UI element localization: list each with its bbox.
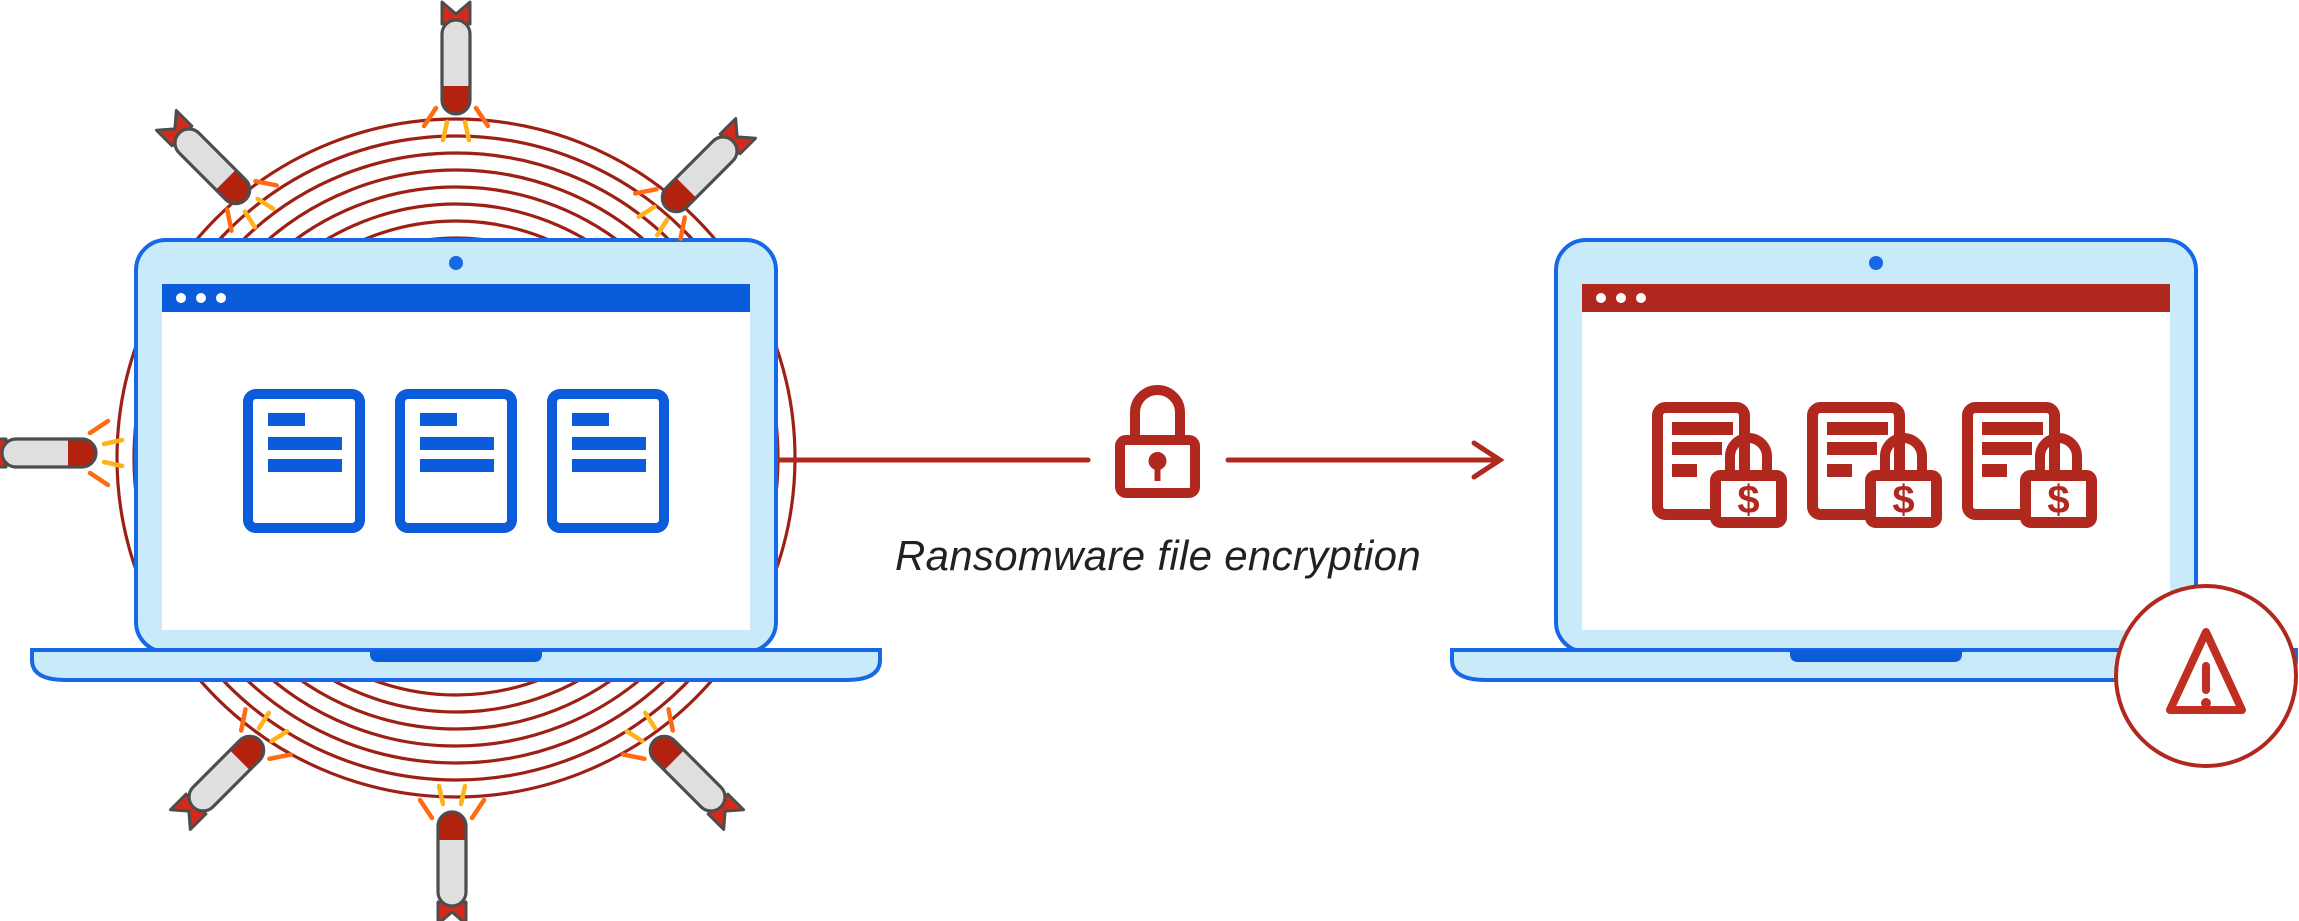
encryption-flow — [777, 385, 1505, 498]
warning-badge — [2114, 584, 2298, 768]
left-laptop — [30, 238, 882, 682]
document-icon — [547, 389, 669, 533]
hinge-notch — [1790, 650, 1962, 662]
browser-titlebar — [162, 284, 750, 312]
titlebar-dot — [1636, 293, 1646, 303]
warning-triangle-icon — [2166, 628, 2246, 714]
document-icon — [395, 389, 517, 533]
clean-documents — [243, 389, 669, 533]
missile-icon-left — [0, 421, 122, 485]
browser-titlebar — [1582, 284, 2170, 312]
hinge-notch — [370, 650, 542, 662]
dollar-symbol: $ — [1892, 478, 1914, 522]
dollar-symbol: $ — [2047, 478, 2069, 522]
camera-dot — [449, 256, 463, 270]
missile-icon-bottom — [420, 786, 484, 921]
dollar-symbol: $ — [1737, 478, 1759, 522]
encrypted-documents: $ $ $ — [1658, 408, 2092, 523]
exclamation-dot — [2201, 698, 2211, 708]
laptop-base — [30, 648, 882, 682]
titlebar-dot — [1596, 293, 1606, 303]
titlebar-dot — [176, 293, 186, 303]
titlebar-dot — [196, 293, 206, 303]
missile-icon-bottom-left — [158, 699, 301, 842]
document-icon — [243, 389, 365, 533]
missile-icon-bottom-right — [613, 699, 756, 842]
titlebar-dot — [216, 293, 226, 303]
right-arrow-icon — [1471, 440, 1505, 480]
camera-dot — [1869, 256, 1883, 270]
titlebar-dot — [1616, 293, 1626, 303]
right-laptop: $ $ $ — [1450, 238, 2298, 682]
caption: Ransomware file encryption — [894, 532, 1422, 579]
padlock-icon — [1115, 385, 1200, 498]
